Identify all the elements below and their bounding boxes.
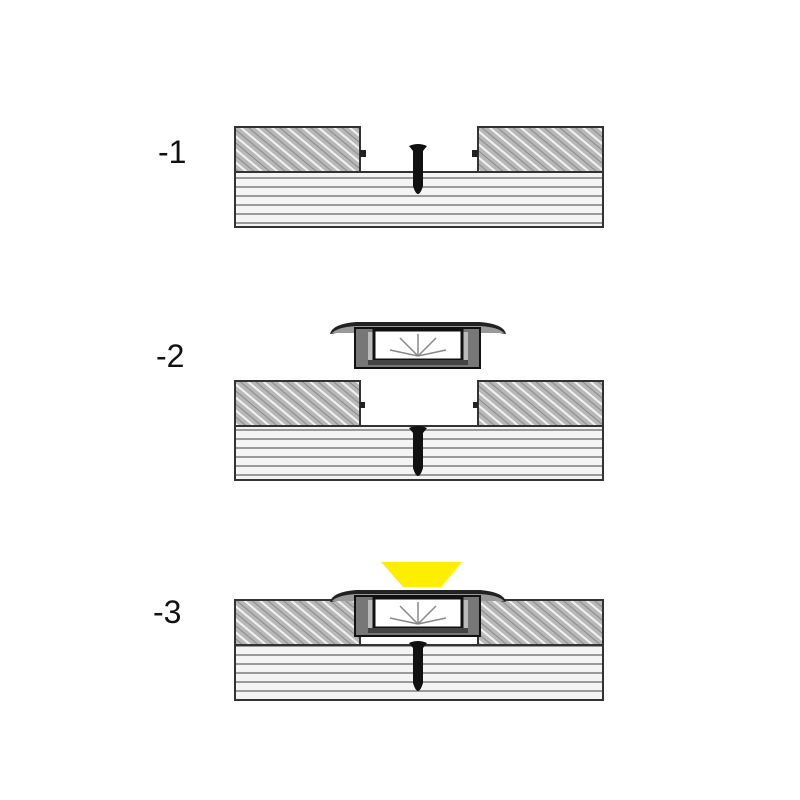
step-2-label: -2 (156, 338, 185, 374)
left-wood-board (234, 126, 361, 173)
left-wood-board (234, 599, 361, 646)
right-wood-board (477, 380, 604, 427)
step-3-label: -3 (153, 594, 182, 630)
step-1-assembly (234, 126, 604, 228)
step-2-assembly (234, 320, 604, 481)
right-wood-board (477, 126, 604, 173)
light-beam-icon (381, 562, 462, 587)
left-wood-board (234, 380, 361, 427)
step-3-assembly (234, 562, 604, 701)
step-1-label: -1 (158, 134, 187, 170)
led-profile-icon (328, 320, 508, 370)
led-profile-icon (328, 588, 508, 638)
right-wood-board (477, 599, 604, 646)
